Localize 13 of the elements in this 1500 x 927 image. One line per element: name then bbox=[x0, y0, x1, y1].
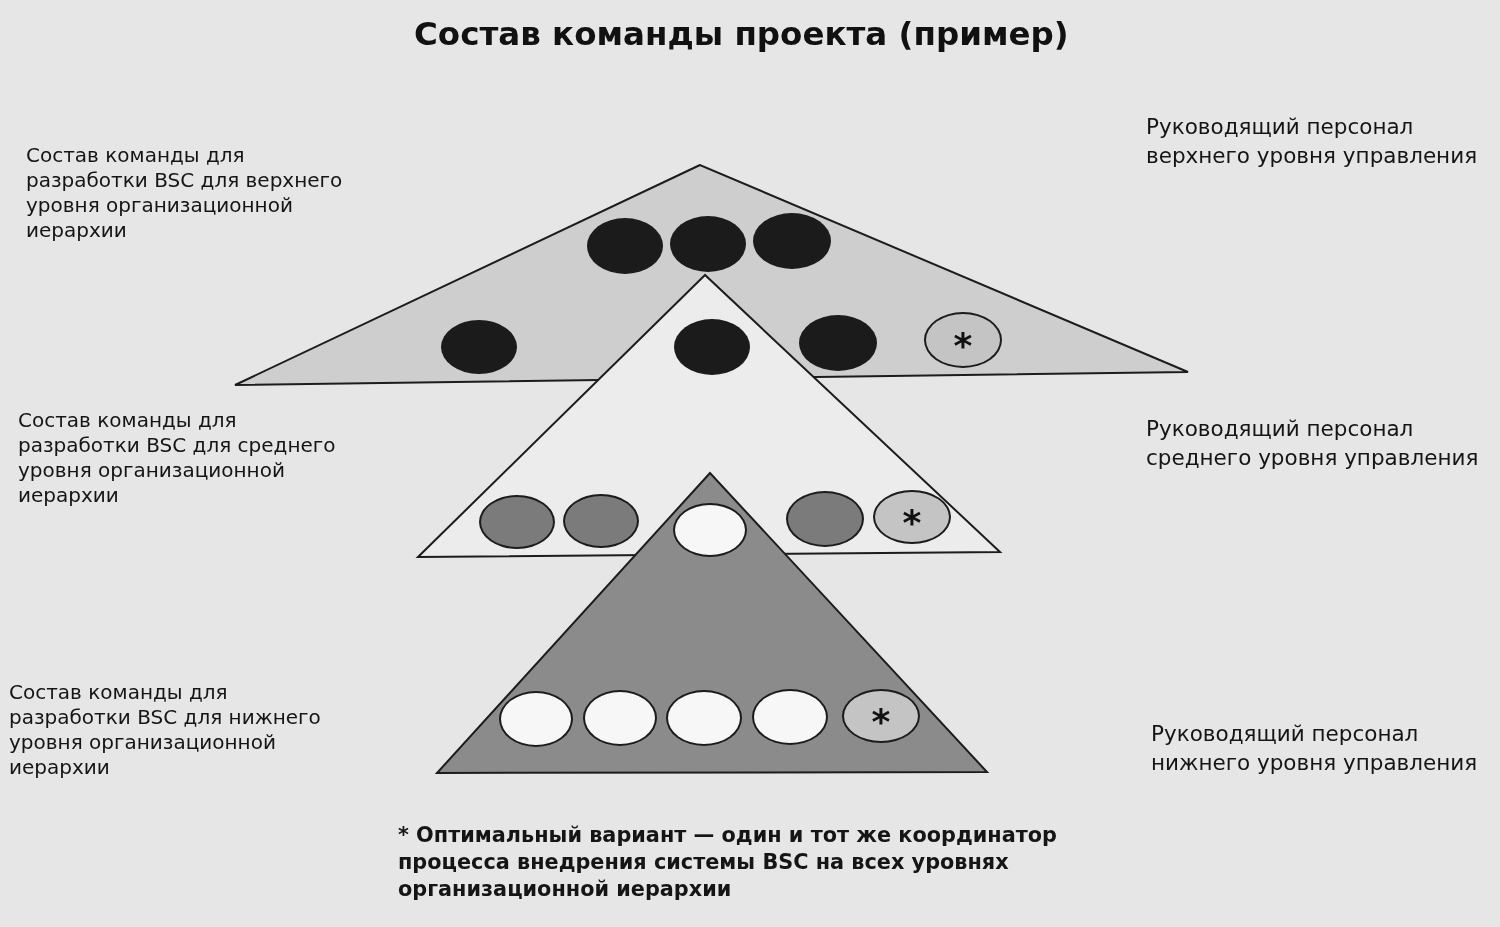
side-label: Состав команды для разработки BSC для нижнего уровня организационной иерархии bbox=[9, 680, 322, 780]
triangle bbox=[416, 273, 1002, 559]
footnote-mark: * bbox=[871, 710, 891, 734]
side-label: Руководящий персонал среднего уровня управления bbox=[1146, 415, 1480, 472]
side-label: Руководящий персонал верхнего уровня управления bbox=[1146, 113, 1479, 170]
triangle bbox=[435, 471, 989, 775]
footnote: * Оптимальный вариант — один и тот же координатор процесса внедрения системы BSC на всех уровнях организационной иерархии bbox=[398, 822, 1058, 903]
footnote-mark: * bbox=[902, 511, 922, 535]
side-label: Состав команды для разработки BSC для верхнего уровня организационной иерархии bbox=[26, 143, 344, 243]
footnote-mark: * bbox=[953, 334, 973, 358]
side-label: Состав команды для разработки BSC для среднего уровня организационной иерархии bbox=[18, 408, 337, 508]
side-label: Руководящий персонал нижнего уровня управления bbox=[1151, 720, 1479, 777]
title: Состав команды проекта (пример) bbox=[414, 15, 1069, 53]
